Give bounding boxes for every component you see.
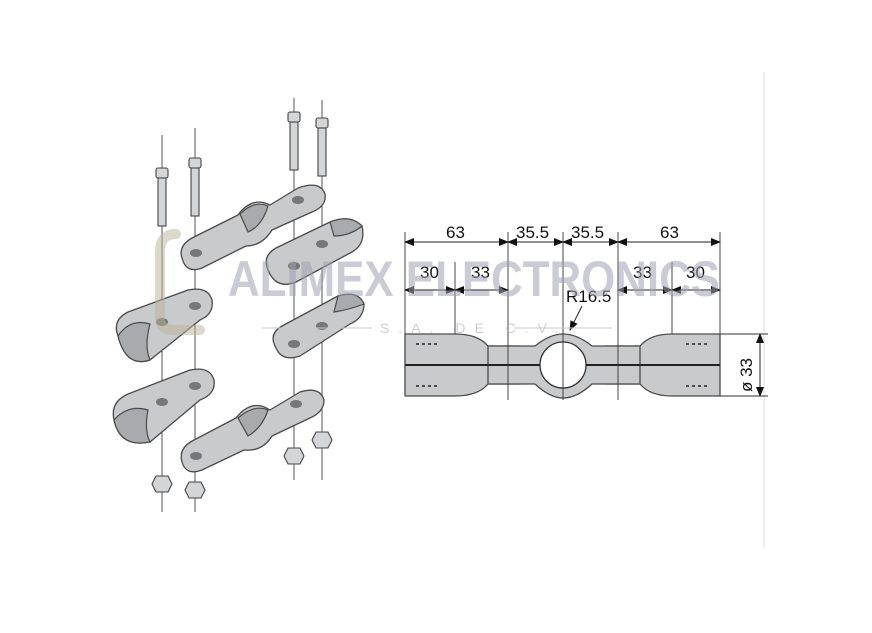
watermark-subtitle: S.A. DE C.V. [380, 320, 568, 336]
clamp-side-view [404, 333, 721, 399]
nut-3 [283, 447, 305, 465]
radius-label: R16.5 [566, 287, 611, 306]
dim-bottom-4: 30 [686, 263, 705, 282]
dim-top-1: 63 [446, 223, 465, 242]
dim-top-4: 63 [660, 223, 679, 242]
dimension-drawing: 63 35.5 35.5 63 30 33 33 30 R16.5 ø 33 [404, 223, 768, 400]
nut-1 [151, 475, 173, 493]
dim-top-3: 35.5 [571, 223, 604, 242]
bolt-2 [188, 157, 202, 217]
bolt-4 [315, 117, 329, 177]
dim-top-2: 35.5 [516, 223, 549, 242]
watermark-logo [155, 229, 205, 335]
clamp-top-saddle [180, 184, 326, 271]
dim-bottom-1: 30 [420, 263, 439, 282]
watermark-brand: ALIMEX ELECTRONICS [228, 251, 720, 307]
diameter-label: ø 33 [737, 358, 756, 392]
bolt-1 [155, 167, 169, 227]
dim-bottom-3: 33 [633, 263, 652, 282]
half-tube-upper-right [265, 218, 364, 285]
clamp-lower-left [112, 368, 215, 444]
nut-4 [311, 431, 333, 449]
clamp-bottom-saddle [180, 389, 325, 473]
dim-bottom-2: 33 [471, 263, 490, 282]
bolt-3 [287, 111, 301, 171]
half-tube-middle-right [272, 293, 365, 359]
nut-2 [184, 481, 206, 499]
watermark: ALIMEX ELECTRONICS S.A. DE C.V. [155, 229, 720, 336]
